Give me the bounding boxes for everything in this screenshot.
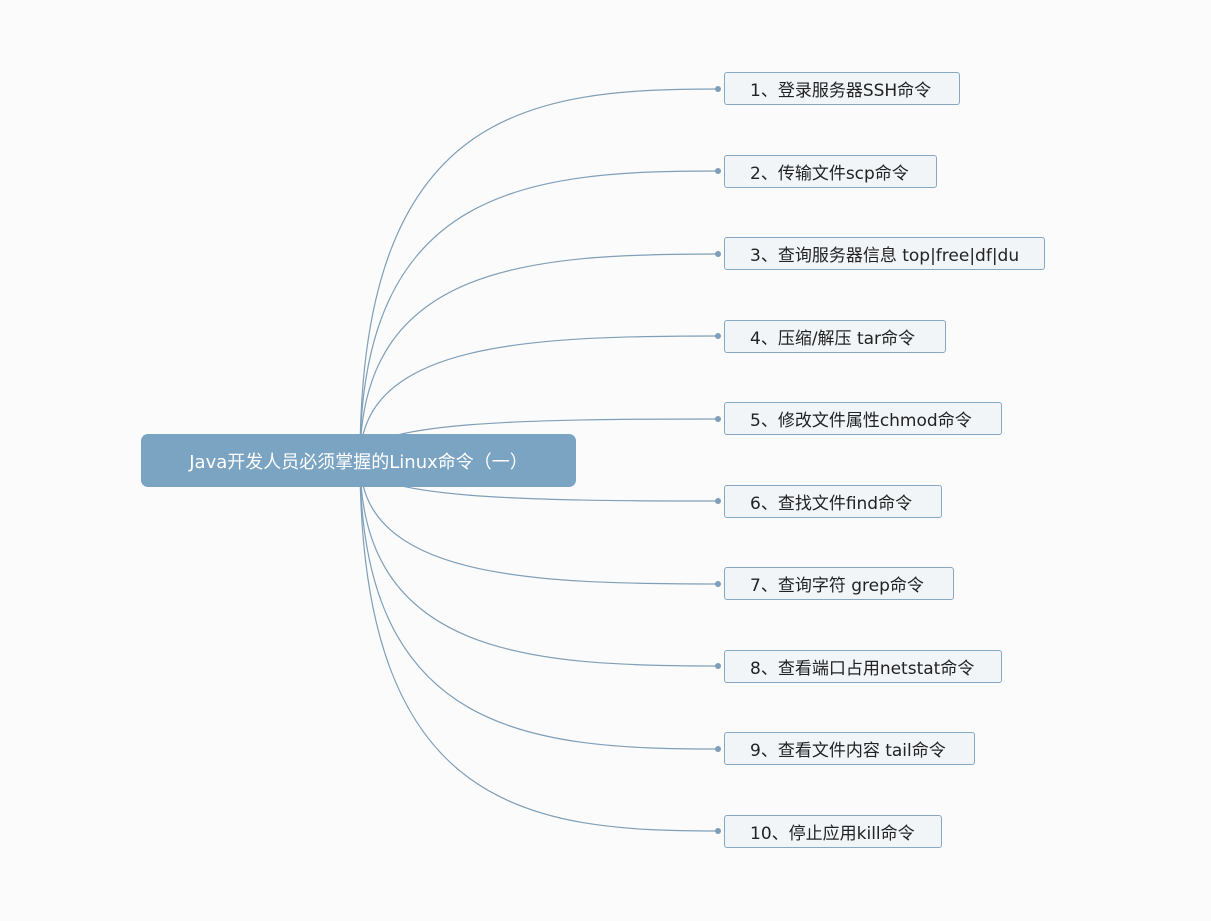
topic-4[interactable]: 4、压缩/解压 tar命令 (724, 320, 946, 353)
topic-3[interactable]: 3、查询服务器信息 top|free|df|du (724, 237, 1045, 270)
connector-dot (715, 86, 721, 92)
connector-dot (715, 168, 721, 174)
topic-label: 3、查询服务器信息 top|free|df|du (750, 246, 1020, 266)
connector-dot (715, 828, 721, 834)
connector-line (359, 253, 719, 461)
topic-label: 7、查询字符 grep命令 (750, 576, 924, 596)
connector-line (359, 459, 719, 750)
topic-9[interactable]: 9、查看文件内容 tail命令 (724, 732, 975, 765)
topic-5[interactable]: 5、修改文件属性chmod命令 (724, 402, 1002, 435)
connector-dot (715, 663, 721, 669)
connector-dot (715, 416, 721, 422)
connector-dot (715, 746, 721, 752)
topic-label: 9、查看文件内容 tail命令 (750, 741, 946, 761)
topic-label: 6、查找文件find命令 (750, 494, 913, 514)
topic-label: 2、传输文件scp命令 (750, 164, 909, 184)
connector-line (359, 335, 719, 461)
topic-label: 8、查看端口占用netstat命令 (750, 659, 975, 679)
connector-dot (715, 498, 721, 504)
connector-dot (715, 581, 721, 587)
topic-1[interactable]: 1、登录服务器SSH命令 (724, 72, 960, 105)
topic-10[interactable]: 10、停止应用kill命令 (724, 815, 942, 848)
connector-line (359, 459, 719, 832)
connector-line (359, 88, 719, 461)
connector-line (359, 170, 719, 461)
connector-dot (715, 333, 721, 339)
topic-2[interactable]: 2、传输文件scp命令 (724, 155, 937, 188)
connector-dot (715, 251, 721, 257)
central-topic-label: Java开发人员必须掌握的Linux命令（一） (189, 451, 528, 473)
topic-label: 10、停止应用kill命令 (750, 824, 915, 844)
topic-label: 5、修改文件属性chmod命令 (750, 411, 972, 431)
connector-line (359, 459, 719, 585)
connector-line (359, 459, 719, 667)
topic-8[interactable]: 8、查看端口占用netstat命令 (724, 650, 1002, 683)
topic-label: 4、压缩/解压 tar命令 (750, 329, 916, 349)
topic-6[interactable]: 6、查找文件find命令 (724, 485, 942, 518)
topic-label: 1、登录服务器SSH命令 (750, 81, 932, 101)
central-topic[interactable]: Java开发人员必须掌握的Linux命令（一） (141, 434, 576, 487)
topic-7[interactable]: 7、查询字符 grep命令 (724, 567, 954, 600)
